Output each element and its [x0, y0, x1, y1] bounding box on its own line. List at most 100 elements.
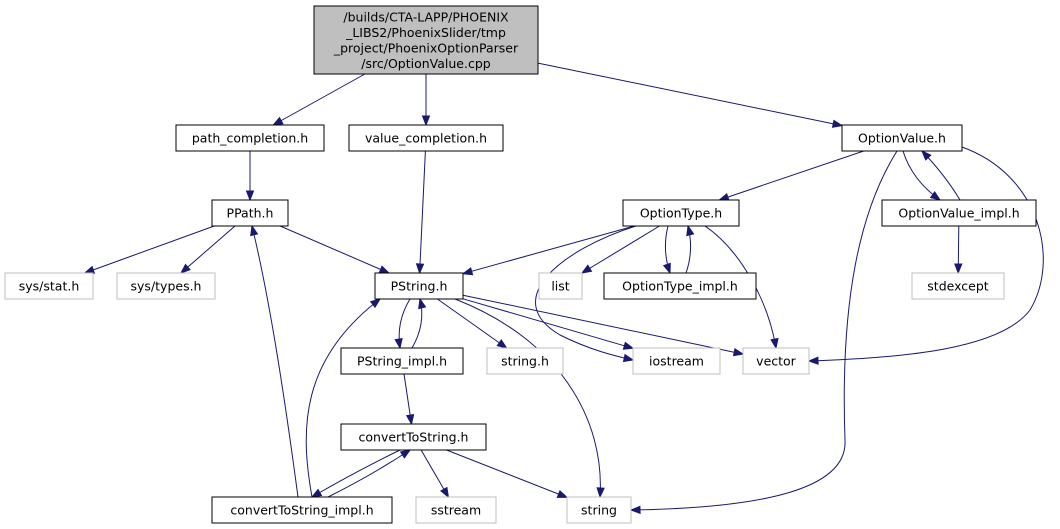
edge-arrowhead — [732, 347, 745, 357]
node-label: sys/stat.h — [19, 279, 80, 294]
node-label: string — [581, 503, 617, 518]
node-optiontype-impl[interactable]: OptionType_impl.h — [603, 272, 757, 300]
edge-arrowhead — [415, 263, 425, 275]
node-box — [348, 124, 504, 152]
edge-line — [630, 150, 898, 511]
node-label: PString_impl.h — [357, 354, 447, 369]
edge-converttostring-to-converttostring-impl — [310, 449, 401, 498]
node-optionvalue-h[interactable]: OptionValue.h — [841, 124, 963, 152]
node-box — [486, 347, 564, 375]
edge-arrowhead — [272, 116, 284, 126]
edge-arrowhead — [496, 339, 508, 349]
edge-arrowhead — [405, 414, 415, 426]
edge-arrowhead — [622, 341, 635, 350]
edge-arrowhead — [717, 192, 730, 201]
node-box — [4, 272, 94, 300]
edge-line — [581, 225, 660, 274]
edge-pstring-to-vector — [462, 294, 745, 357]
edge-arrowhead — [378, 265, 391, 274]
edge-optionvalue-impl-to-optionvalue-h — [921, 150, 961, 201]
edge-ppath-to-sys-stat — [83, 225, 215, 274]
node-optiontype[interactable]: OptionType.h — [622, 199, 740, 227]
node-converttostring[interactable]: convertToString.h — [340, 423, 487, 451]
edge-line — [437, 298, 507, 349]
edge-root-to-value-completion — [421, 74, 431, 127]
node-label: OptionValue.h — [858, 131, 946, 146]
node-ppath[interactable]: PPath.h — [211, 199, 289, 227]
edge-optiontype-to-pstring — [461, 225, 635, 276]
edge-pstring-to-string-h — [437, 298, 508, 349]
edge-line — [719, 150, 864, 201]
node-value-completion[interactable]: value_completion.h — [348, 124, 504, 152]
node-box — [622, 199, 740, 227]
edge-line — [327, 449, 411, 498]
node-label: _project/PhoenixOptionParser — [333, 40, 519, 55]
node-label: path_completion.h — [192, 131, 308, 146]
edge-arrowhead — [556, 490, 569, 498]
edge-optiontype-impl-to-optiontype — [685, 224, 695, 274]
node-label: /src/OptionValue.cpp — [361, 56, 490, 71]
edge-pstring-to-string — [454, 298, 605, 499]
node-iostream: iostream — [632, 347, 721, 375]
node-label: _LIBS2/PhoenixSlider/tmp — [345, 25, 506, 40]
node-box — [415, 496, 497, 524]
node-box — [211, 496, 393, 524]
edge-line — [251, 225, 299, 498]
edge-arrowhead — [921, 150, 932, 161]
edge-line — [305, 298, 381, 498]
node-root[interactable]: /builds/CTA-LAPP/PHOENIX_LIBS2/PhoenixSl… — [313, 5, 539, 75]
edge-optiontype-to-iostream — [535, 225, 637, 363]
edge-line — [311, 449, 401, 498]
edge-converttostring-to-sstream — [420, 449, 450, 499]
node-box — [374, 272, 464, 300]
edge-arrowhead — [369, 298, 382, 309]
node-box — [538, 272, 583, 300]
edge-optionvalue-h-to-string — [629, 150, 898, 515]
node-box — [116, 272, 216, 300]
node-box — [340, 347, 464, 375]
node-path-completion[interactable]: path_completion.h — [175, 124, 325, 152]
node-string-h: string.h — [486, 347, 564, 375]
edge-ppath-to-pstring — [279, 225, 391, 274]
node-label: convertToString.h — [359, 430, 469, 445]
edge-converttostring-to-string — [446, 449, 569, 498]
edge-arrowhead — [394, 338, 403, 350]
edge-line — [84, 225, 215, 274]
edge-optiontype-to-list — [580, 225, 660, 274]
node-vector: vector — [742, 347, 810, 375]
edge-pstring-impl-to-converttostring — [403, 373, 415, 426]
node-pstring[interactable]: PString.h — [374, 272, 464, 300]
edge-arrowhead — [179, 263, 191, 274]
edge-root-to-path-completion — [272, 73, 366, 126]
node-list: list — [538, 272, 583, 300]
node-optionvalue-impl[interactable]: OptionValue_impl.h — [881, 199, 1037, 227]
edge-optionvalue-impl-to-stdexcept — [954, 225, 963, 275]
edge-line — [180, 225, 236, 274]
node-label: iostream — [649, 354, 704, 369]
edge-arrowhead — [770, 337, 779, 350]
edge-arrowhead — [580, 264, 593, 274]
node-box — [911, 272, 1005, 300]
edge-converttostring-impl-to-ppath — [250, 224, 299, 498]
node-box — [603, 272, 757, 300]
node-label: PPath.h — [227, 206, 274, 221]
node-label: OptionType_impl.h — [622, 279, 738, 294]
edge-arrowhead — [421, 115, 431, 127]
edge-arrowhead — [622, 353, 635, 363]
edge-arrowhead — [461, 267, 474, 276]
node-converttostring-impl[interactable]: convertToString_impl.h — [211, 496, 393, 524]
node-box — [566, 496, 632, 524]
node-box — [841, 124, 963, 152]
edge-line — [808, 146, 1044, 362]
edge-line — [537, 62, 843, 127]
edge-converttostring-impl-to-pstring — [305, 298, 382, 498]
edge-arrowhead — [686, 224, 695, 237]
edge-arrowhead — [929, 191, 942, 201]
node-pstring-impl[interactable]: PString_impl.h — [340, 347, 464, 375]
node-box — [211, 199, 289, 227]
edge-arrowhead — [440, 486, 450, 499]
edge-arrowhead — [629, 505, 641, 515]
edge-root-to-optionvalue-h — [537, 62, 844, 128]
edge-line — [454, 298, 601, 498]
